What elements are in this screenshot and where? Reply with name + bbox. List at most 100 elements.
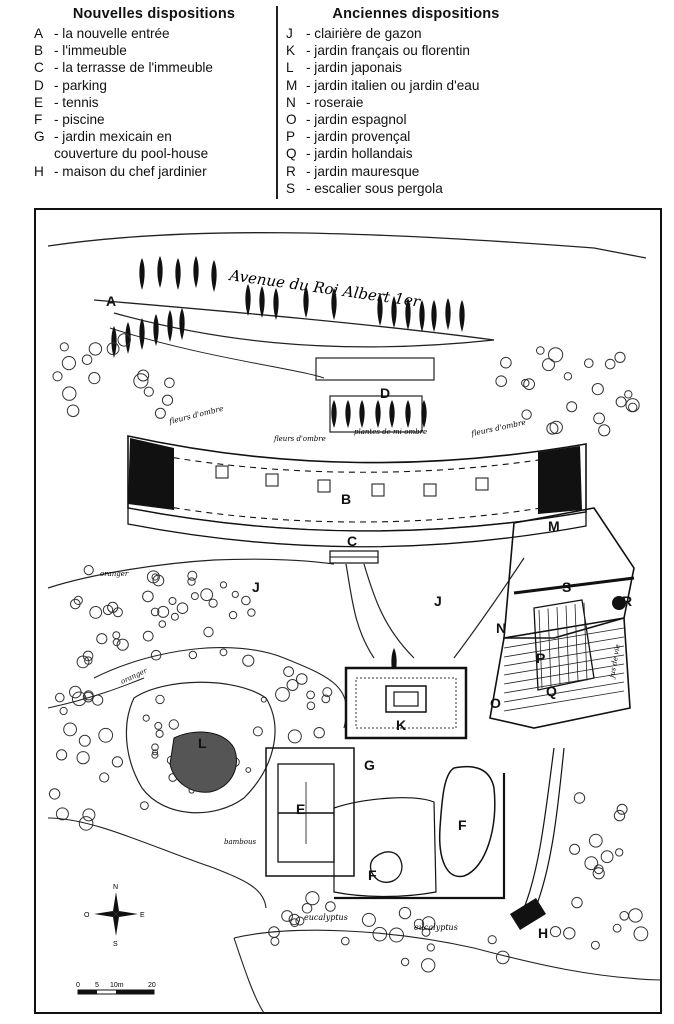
legend-key: K (286, 43, 296, 59)
tree-icon (624, 390, 633, 399)
french-garden-basin-inner (393, 691, 419, 707)
scale-tick-5: 5 (95, 982, 99, 989)
cypress-tree-icon (431, 300, 437, 332)
garden-bed-line (547, 608, 552, 687)
legend-label: - la nouvelle entrée (54, 26, 170, 41)
tree-icon (62, 386, 77, 401)
legend-label: - jardin provençal (306, 129, 411, 145)
compass-needle-n (113, 892, 119, 914)
legend-item: C- la terrasse de l'immeuble (34, 59, 274, 76)
tree-icon (341, 936, 350, 946)
tree-icon (84, 656, 93, 665)
tree-icon (176, 602, 189, 615)
tennis-enclosure (265, 747, 355, 877)
legend-item: J- clairière de gazon (286, 25, 546, 42)
tree-icon (78, 734, 91, 747)
legend-label: - maison du chef jardinier (54, 163, 207, 179)
legend-label: - jardin italien ou jardin d'eau (306, 77, 480, 93)
tree-icon (321, 694, 331, 704)
tree-icon (270, 936, 280, 946)
legend-key: L (286, 60, 294, 76)
tree-icon (83, 565, 94, 576)
cypress-tree-icon (389, 400, 395, 428)
zone-label-f-oval: F (458, 817, 467, 833)
legend-item: M - jardin italien ou jardin d'eau (286, 77, 546, 94)
terrace-c (127, 507, 587, 548)
zone-label-e: E (296, 801, 305, 817)
tree-icon (107, 601, 119, 613)
tree-icon (590, 940, 600, 950)
legend-label: - la terrasse de l'immeuble (54, 60, 213, 76)
cypress-tree-icon (211, 260, 217, 292)
tree-icon (569, 843, 581, 855)
label-plantes-mi-ombre: plantes de mi-ombre (354, 428, 427, 436)
avenue-edge-bottom (93, 299, 495, 341)
legend-label: - tennis (54, 94, 99, 110)
cypress-tree-icon (377, 294, 383, 326)
cypress-tree-icon (375, 400, 381, 428)
tree-icon (592, 867, 605, 880)
legend-key: B (34, 43, 44, 59)
tree-icon (48, 788, 61, 800)
garden-bed-line (583, 602, 588, 681)
label-oranger-2: oranger (119, 666, 149, 685)
tree-icon (628, 402, 638, 413)
tree-icon (325, 901, 336, 912)
french-garden-k (344, 666, 468, 740)
tree-icon (598, 424, 611, 437)
south-path (47, 817, 267, 909)
legend: Nouvelles dispositions A- la nouvelle en… (0, 0, 674, 205)
tree-icon (573, 792, 586, 804)
tree-icon (61, 356, 77, 371)
entrance-road (113, 312, 495, 348)
zone-label-p: P (536, 650, 545, 666)
tree-icon (76, 655, 90, 669)
zone-label-m: M (548, 518, 560, 534)
tree-icon (241, 595, 251, 606)
legend-label: - jardin espagnol (306, 112, 407, 128)
compass-needle-s (113, 914, 119, 936)
pool-f-oval (438, 765, 496, 878)
scale-tick-10: 10m (110, 982, 124, 989)
garden-dutch-grid (533, 599, 595, 691)
compass-s: S (113, 941, 118, 948)
tree-icon (487, 935, 497, 945)
tree-icon (157, 605, 170, 618)
east-gardens-grid (503, 602, 625, 712)
cypress-tree-icon (459, 300, 465, 332)
tree-icon (549, 926, 562, 938)
cypress-tree-icon (359, 400, 365, 428)
legend-key: M (286, 77, 298, 93)
legend-item: N- roseraie (286, 94, 546, 111)
legend-key: F (34, 112, 43, 128)
tree-icon (584, 358, 594, 368)
tree-icon (81, 354, 93, 365)
map-frame (34, 208, 662, 1014)
garden-plan: Avenue du Roi Albert 1er fleurs d'ombre … (34, 208, 662, 1014)
garden-bed-line (574, 603, 579, 683)
garden-bed-line (503, 690, 625, 712)
tree-icon (111, 756, 124, 768)
cypress-tree-icon (391, 296, 397, 328)
tree-icon (287, 729, 302, 744)
legend-divider (276, 6, 278, 199)
legend-key: J (286, 26, 293, 41)
legend-item: B- l'immeuble (34, 42, 274, 59)
japanese-garden-path (93, 647, 348, 729)
tree-icon (288, 913, 300, 926)
service-road-2 (533, 747, 565, 913)
cypress-tree-icon (139, 318, 145, 350)
zone-label-b: B (341, 491, 351, 507)
building-dash-top (151, 453, 565, 473)
tree-icon (154, 407, 166, 419)
garden-bed-line (503, 636, 625, 658)
tree-icon (563, 372, 573, 381)
tree-icon (615, 396, 627, 408)
tree-icon (542, 358, 555, 372)
tree-icon (188, 650, 198, 660)
building-bay (265, 473, 279, 487)
legend-item: F- piscine (34, 111, 274, 128)
legend-item: D- parking (34, 77, 274, 94)
compass-e: E (140, 912, 145, 919)
